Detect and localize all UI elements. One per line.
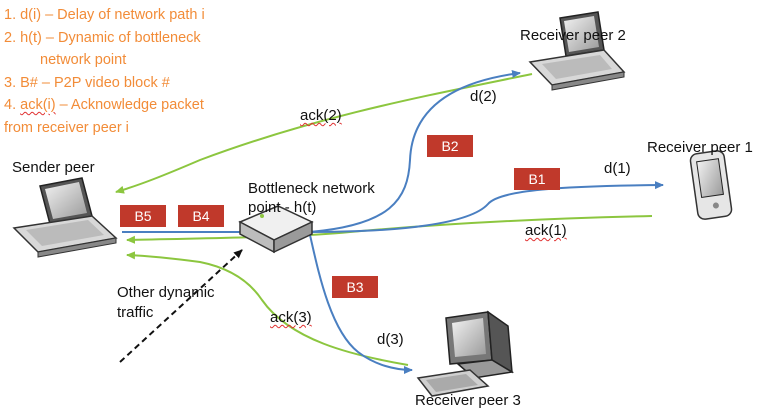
path-to-receiver2 bbox=[309, 70, 521, 233]
path-to-receiver3 bbox=[309, 234, 413, 374]
ack2-label: ack(2) bbox=[300, 107, 342, 124]
legend-line-dynamic-cont: network point bbox=[40, 52, 127, 68]
block-b5: B5 bbox=[120, 205, 166, 227]
legend: 1. d(i) – Delay of network path i 2. h(t… bbox=[4, 4, 205, 139]
legend-line-ack: 4. ack(i) – Acknowledge packet bbox=[4, 94, 205, 117]
block-b3: B3 bbox=[332, 276, 378, 298]
delay-d3-label: d(3) bbox=[377, 331, 404, 348]
legend-ack-prefix: 4. bbox=[4, 97, 21, 113]
other-traffic-label-line1: Other dynamic bbox=[117, 284, 215, 301]
ack3-label: ack(3) bbox=[270, 309, 312, 326]
receiver3-label: Receiver peer 3 bbox=[415, 392, 521, 409]
ack1-label: ack(1) bbox=[525, 222, 567, 239]
legend-ack-term: ack(i) bbox=[20, 97, 56, 113]
legend-line-dynamic: 2. h(t) – Dynamic of bottleneck bbox=[4, 29, 201, 46]
other-traffic-arrow bbox=[119, 249, 243, 363]
block-b2: B2 bbox=[427, 135, 473, 157]
legend-line-delay: 1. d(i) – Delay of network path i bbox=[4, 7, 205, 23]
sender-laptop-icon bbox=[12, 177, 118, 258]
receiver1-label: Receiver peer 1 bbox=[647, 139, 753, 156]
bottleneck-label-line1: Bottleneck network bbox=[248, 180, 375, 197]
bottleneck-router-icon bbox=[238, 205, 314, 254]
sender-peer-label: Sender peer bbox=[12, 159, 95, 176]
other-traffic-label-line2: traffic bbox=[117, 304, 154, 321]
legend-line-block: 3. B# – P2P video block # bbox=[4, 74, 170, 91]
delay-d1-label: d(1) bbox=[604, 160, 631, 177]
legend-ack-suffix: – Acknowledge packet bbox=[55, 97, 204, 113]
bottleneck-label-line2: point - h(t) bbox=[248, 199, 317, 216]
receiver3-desktop-icon bbox=[416, 310, 515, 397]
delay-d2-label: d(2) bbox=[470, 88, 497, 105]
path-to-receiver1 bbox=[309, 181, 664, 233]
receiver2-label: Receiver peer 2 bbox=[520, 27, 626, 44]
ack3-path bbox=[126, 251, 409, 366]
block-b4: B4 bbox=[178, 205, 224, 227]
legend-line-receiver: from receiver peer i bbox=[4, 119, 129, 136]
receiver2-laptop-icon bbox=[528, 11, 626, 91]
receiver1-phone-icon bbox=[689, 150, 733, 220]
block-b1: B1 bbox=[514, 168, 560, 190]
